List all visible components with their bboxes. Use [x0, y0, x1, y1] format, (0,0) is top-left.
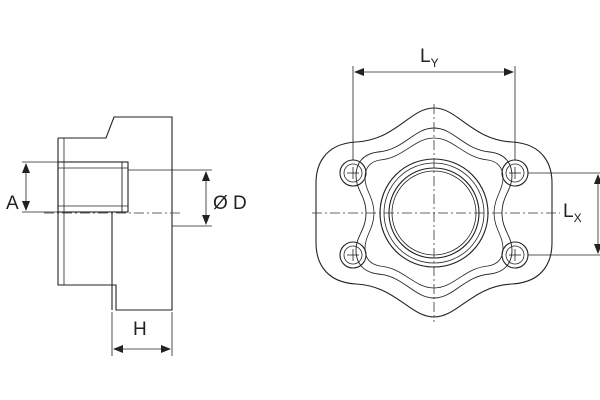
- dimension-h-label: H: [133, 319, 147, 340]
- bolt-hole-bottom-left: [339, 241, 367, 269]
- bolt-hole-top-right: [501, 159, 529, 187]
- dimension-a-label: A: [6, 193, 19, 214]
- front-view-inner-outline: [355, 127, 513, 299]
- dimension-lx-label: LX: [563, 201, 582, 225]
- side-view-outline: [57, 116, 173, 311]
- side-view: [22, 116, 212, 356]
- dimension-ly-label: LY: [420, 46, 439, 70]
- front-view: [312, 66, 600, 322]
- dimension-d-label: Ø D: [213, 193, 247, 214]
- bolt-hole-bottom-right: [501, 241, 529, 269]
- side-view-bore: [57, 161, 129, 213]
- front-view-outline: [315, 107, 553, 318]
- bolt-hole-top-left: [339, 159, 367, 187]
